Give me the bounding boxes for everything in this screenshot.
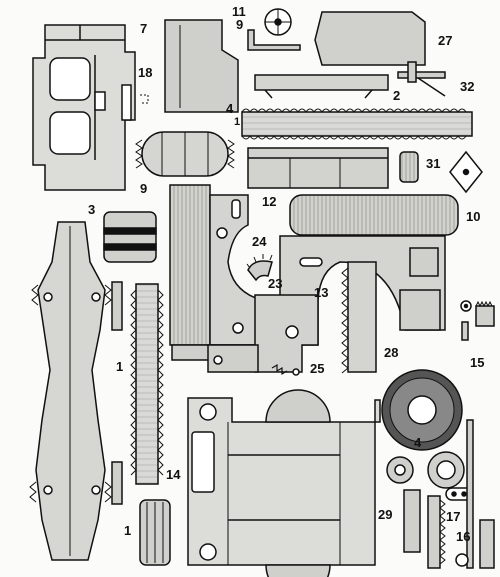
part-7-frame [32, 24, 136, 191]
label-part-24: 24 [252, 234, 267, 249]
part-17-parts [427, 487, 473, 569]
part-25-bits [271, 363, 300, 376]
label-part-9: 9 [236, 17, 244, 32]
part-24-segment [246, 254, 273, 282]
part-1-side-left [29, 221, 112, 561]
part-15-pieces [460, 300, 495, 341]
part-bar-upper [111, 281, 123, 331]
label-part-12: 12 [262, 194, 277, 209]
label-part-10: 10 [466, 209, 481, 224]
part-10-drum [279, 194, 459, 346]
part-23-block [207, 294, 319, 373]
label-part-4: 4 [226, 101, 234, 116]
part-diamond [449, 150, 483, 194]
label-part-31: 31 [426, 156, 441, 171]
part-2-rod [254, 74, 389, 99]
part-3-block [103, 211, 157, 263]
label-part-27: 27 [438, 33, 453, 48]
part-wheel [381, 369, 463, 451]
part-4-hubs [386, 451, 465, 489]
part-32-bracket [397, 61, 446, 97]
label-part-4-hub: 4 [414, 435, 422, 450]
label-part-18: 18 [138, 65, 153, 80]
label-part-11: 11 [232, 4, 246, 19]
label-part-14: 14 [166, 467, 181, 482]
label-part-1-side: 1 [116, 359, 124, 374]
label-part-3: 3 [88, 202, 96, 217]
label-part-17: 17 [446, 509, 461, 524]
part-rod-right [466, 419, 474, 569]
part-31-box [247, 147, 419, 189]
label-part-28: 28 [384, 345, 399, 360]
part-11-steering [247, 8, 301, 51]
part-9-capsule [135, 131, 235, 177]
label-part-29: 29 [378, 507, 393, 522]
part-bar-lower [111, 461, 123, 505]
label-part-25: 25 [310, 361, 325, 376]
part-29-bar [403, 489, 421, 553]
label-part-23: 23 [268, 276, 283, 291]
label-part-15: 15 [470, 355, 485, 370]
part-1-roll [139, 499, 171, 566]
part-9-panel [164, 19, 239, 113]
part-13-beam [169, 184, 263, 361]
label-part-1-strip: 1 [234, 116, 241, 128]
label-part-7: 7 [140, 21, 148, 36]
label-part-16: 16 [456, 529, 471, 544]
part-16-small [455, 519, 495, 569]
label-part-1-roll: 1 [124, 523, 132, 538]
part-body-base [187, 389, 381, 577]
label-part-13: 13 [314, 285, 329, 300]
part-4-strip [241, 108, 473, 140]
part-18-small [121, 84, 149, 121]
part-27-roof [314, 11, 426, 66]
label-part-9-capsule: 9 [140, 181, 148, 196]
label-part-32: 32 [460, 79, 475, 94]
part-14-track [130, 283, 164, 485]
label-part-2: 2 [393, 88, 401, 103]
part-28-bar [341, 261, 377, 374]
